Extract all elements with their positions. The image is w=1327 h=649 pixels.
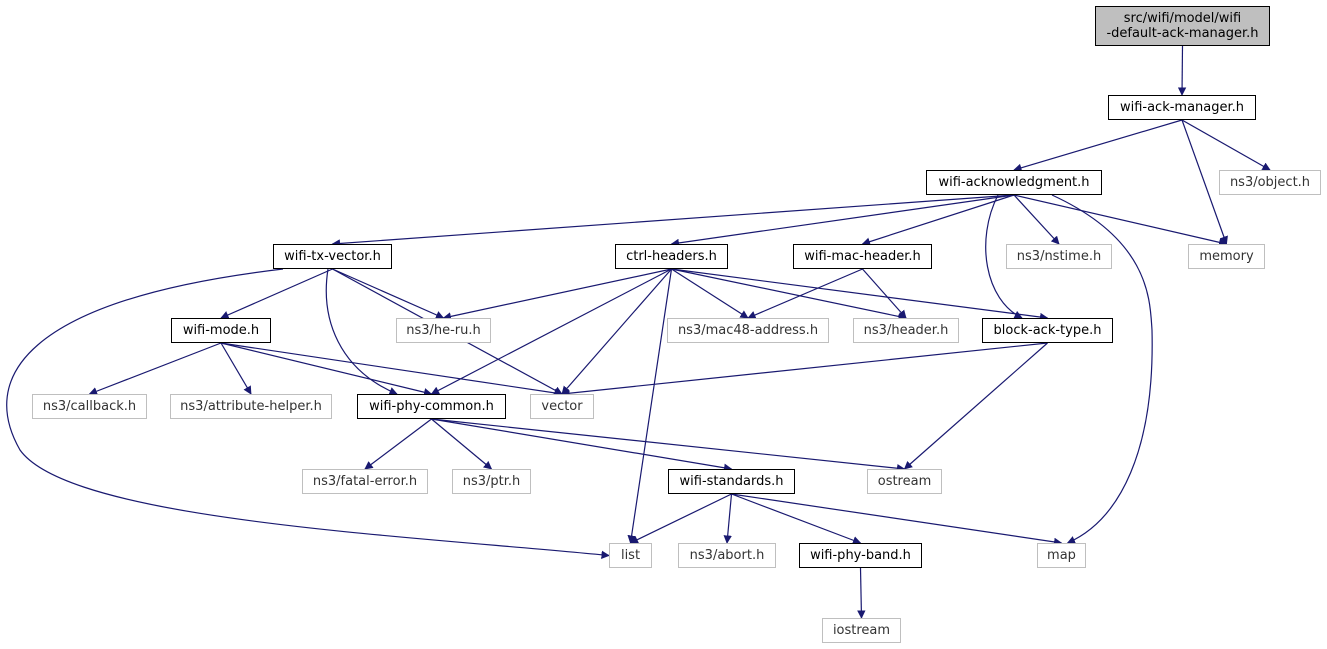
- node-ns3-he-ru[interactable]: ns3/he-ru.h: [396, 318, 491, 343]
- edge-wifi-phy-common-to-wifi-standards: [431, 418, 733, 472]
- node-wifi-standards[interactable]: wifi-standards.h: [668, 469, 795, 494]
- edge-wifi-acknowledgment-to-memory: [1013, 194, 1228, 247]
- edge-wifi-mac-header-to-ns3-header: [862, 268, 907, 319]
- node-ns3-header[interactable]: ns3/header.h: [853, 318, 959, 343]
- edge-wifi-phy-common-to-ns3-fatal-error: [364, 418, 432, 470]
- node-ns3-object[interactable]: ns3/object.h: [1219, 170, 1321, 195]
- edge-wifi-acknowledgment-to-ctrl-headers: [670, 194, 1015, 248]
- edge-wifi-mode-to-vector: [220, 342, 563, 398]
- node-iostream[interactable]: iostream: [822, 618, 901, 643]
- edge-block-ack-type-to-ostream: [903, 342, 1048, 470]
- edge-wifi-mode-to-ns3-callback: [88, 342, 222, 396]
- node-ostream[interactable]: ostream: [867, 469, 942, 494]
- edge-wifi-acknowledgment-to-block-ack-type: [985, 194, 1023, 319]
- edge-ctrl-headers-to-block-ack-type: [671, 268, 1049, 322]
- node-wifi-phy-common[interactable]: wifi-phy-common.h: [357, 394, 506, 419]
- edge-wifi-standards-to-list: [629, 493, 732, 544]
- edge-wifi-standards-to-map: [731, 493, 1063, 547]
- edge-block-ack-type-to-vector: [561, 342, 1048, 398]
- edge-wifi-acknowledgment-to-map: [1051, 194, 1153, 544]
- edge-ctrl-headers-to-ns3-he-ru: [442, 268, 672, 321]
- edge-wifi-tx-vector-to-list: [6, 268, 610, 559]
- edge-ctrl-headers-to-vector: [561, 268, 672, 395]
- edge-root-to-wifi-ack-manager: [1177, 45, 1187, 96]
- root-label-line-1: src/wifi/model/wifi: [1123, 11, 1242, 26]
- node-ns3-attribute-helper[interactable]: ns3/attribute-helper.h: [170, 394, 332, 419]
- node-ns3-callback[interactable]: ns3/callback.h: [32, 394, 147, 419]
- edge-ctrl-headers-to-wifi-phy-common: [430, 268, 672, 395]
- edge-wifi-tx-vector-to-wifi-mode: [220, 268, 333, 319]
- node-ns3-mac48-address[interactable]: ns3/mac48-address.h: [667, 318, 829, 343]
- edge-wifi-ack-manager-to-memory: [1181, 119, 1228, 245]
- root-label-line-2: -default-ack-manager.h: [1106, 26, 1259, 41]
- node-ns3-ptr[interactable]: ns3/ptr.h: [452, 469, 531, 494]
- root-node-wifi-default-ack-manager[interactable]: src/wifi/model/wifi -default-ack-manager…: [1095, 6, 1270, 46]
- edge-ctrl-headers-to-ns3-header: [671, 268, 907, 321]
- node-wifi-mode[interactable]: wifi-mode.h: [171, 318, 271, 343]
- edge-wifi-ack-manager-to-ns3-object: [1181, 119, 1271, 171]
- node-vector[interactable]: vector: [530, 394, 594, 419]
- edge-wifi-standards-to-ns3-abort: [723, 493, 733, 544]
- edge-wifi-acknowledgment-to-wifi-tx-vector: [331, 194, 1015, 248]
- node-memory[interactable]: memory: [1188, 244, 1265, 269]
- node-list[interactable]: list: [609, 543, 652, 568]
- edge-wifi-mode-to-wifi-phy-common: [220, 342, 433, 397]
- node-wifi-phy-band[interactable]: wifi-phy-band.h: [799, 543, 922, 568]
- node-block-ack-type[interactable]: block-ack-type.h: [982, 318, 1113, 343]
- node-wifi-acknowledgment[interactable]: wifi-acknowledgment.h: [926, 170, 1102, 195]
- edge-wifi-acknowledgment-to-wifi-mac-header: [861, 194, 1015, 246]
- node-wifi-ack-manager[interactable]: wifi-ack-manager.h: [1108, 95, 1256, 120]
- node-ns3-nstime[interactable]: ns3/nstime.h: [1006, 244, 1112, 269]
- node-ctrl-headers[interactable]: ctrl-headers.h: [615, 244, 728, 269]
- edge-ctrl-headers-to-list: [627, 268, 673, 544]
- edge-ctrl-headers-to-ns3-mac48-address: [671, 268, 749, 319]
- edge-wifi-phy-common-to-ns3-ptr: [431, 418, 493, 470]
- edge-wifi-phy-band-to-iostream: [857, 567, 866, 619]
- edge-wifi-standards-to-wifi-phy-band: [731, 493, 862, 545]
- edge-wifi-phy-common-to-ostream: [431, 418, 906, 473]
- edge-wifi-tx-vector-to-wifi-phy-common: [325, 268, 398, 395]
- edge-wifi-mode-to-ns3-attribute-helper: [220, 342, 252, 395]
- edge-wifi-ack-manager-to-wifi-acknowledgment: [1013, 119, 1183, 172]
- node-ns3-fatal-error[interactable]: ns3/fatal-error.h: [302, 469, 428, 494]
- edge-wifi-mac-header-to-ns3-mac48-address: [747, 268, 863, 319]
- node-ns3-abort[interactable]: ns3/abort.h: [678, 543, 776, 568]
- node-map[interactable]: map: [1037, 543, 1086, 568]
- node-wifi-mac-header[interactable]: wifi-mac-header.h: [793, 244, 932, 269]
- node-wifi-tx-vector[interactable]: wifi-tx-vector.h: [273, 244, 392, 269]
- edge-wifi-tx-vector-to-ns3-he-ru: [332, 268, 445, 319]
- edge-wifi-acknowledgment-to-ns3-nstime: [1013, 194, 1060, 245]
